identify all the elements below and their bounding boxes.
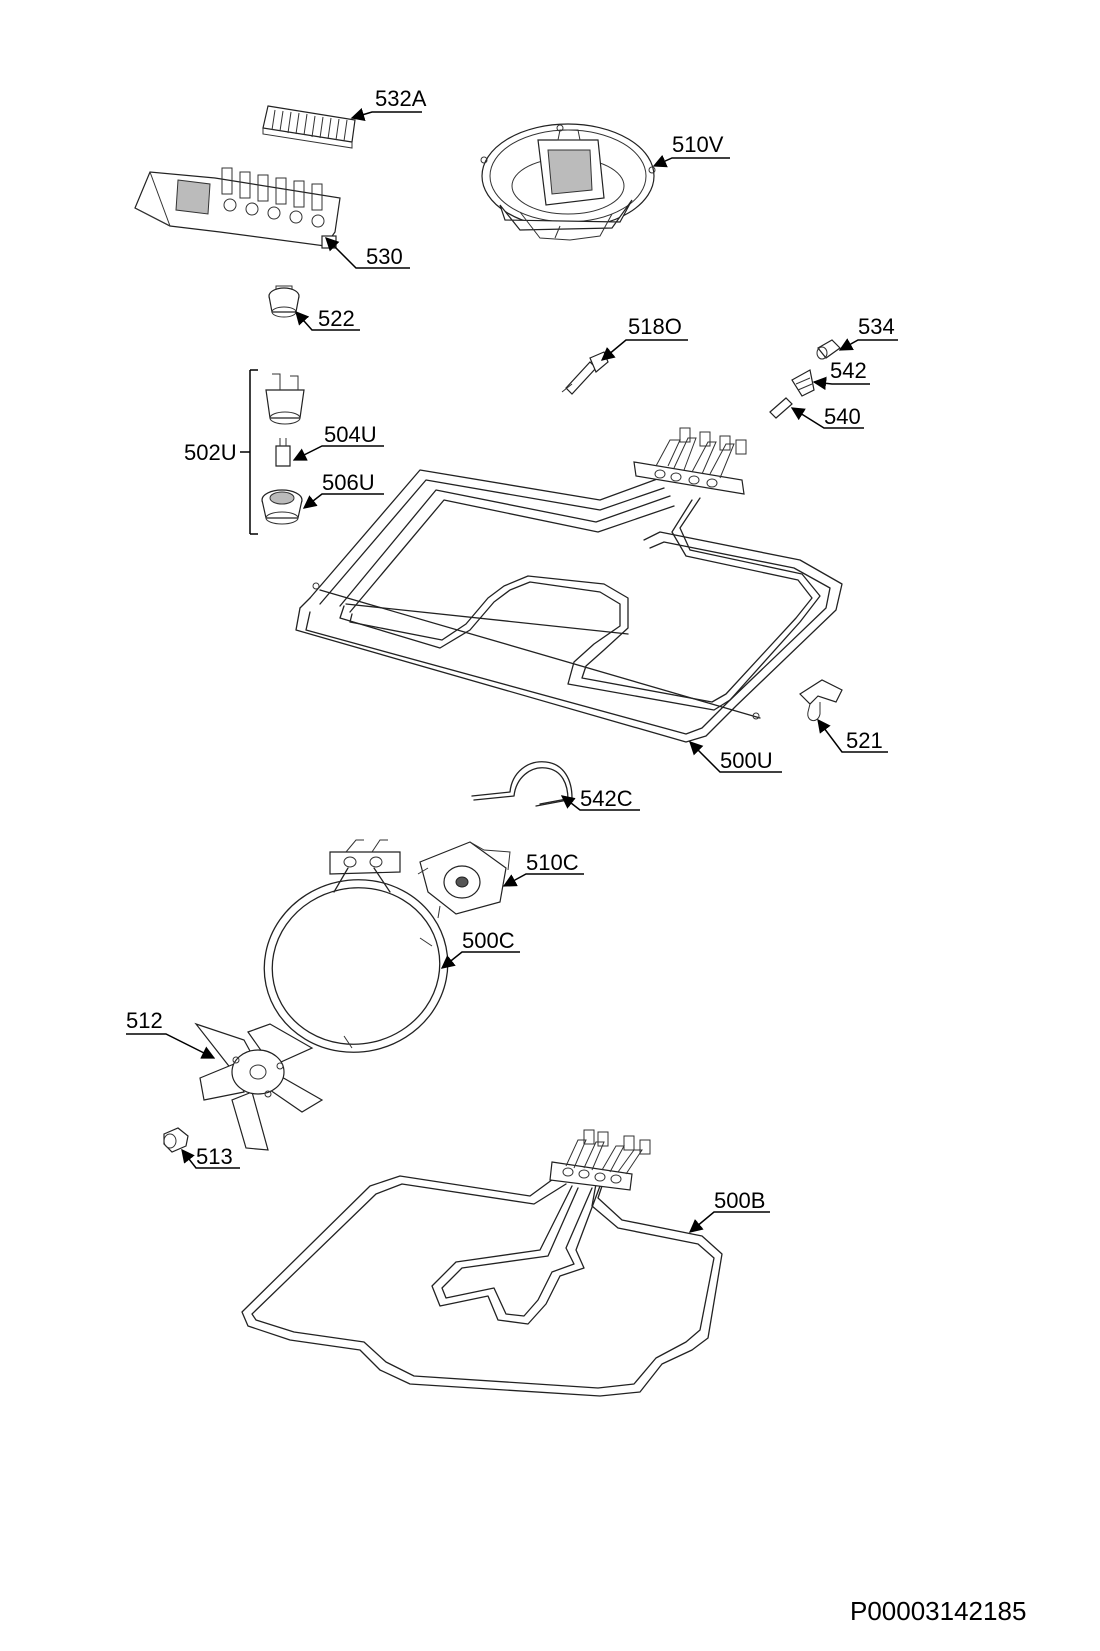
- part-500U-top-heating-element: [295, 427, 843, 743]
- label-500B: 500B: [714, 1188, 765, 1213]
- label-540: 540: [824, 404, 861, 429]
- part-542C-wire-clip: [471, 761, 573, 807]
- part-510V-fan-motor: [480, 123, 656, 241]
- label-513: 513: [196, 1144, 233, 1169]
- label-522: 522: [318, 306, 355, 331]
- label-521: 521: [846, 728, 883, 753]
- part-506U-lamp-glass: [261, 489, 303, 525]
- label-502U: 502U: [184, 440, 237, 465]
- part-504U-lamp-socket: [275, 438, 291, 467]
- label-500C: 500C: [462, 928, 515, 953]
- label-512: 512: [126, 1008, 163, 1033]
- part-522-lamp-holder: [268, 285, 300, 318]
- label-542C: 542C: [580, 786, 633, 811]
- part-534-lamp-cap: [816, 339, 841, 360]
- part-540-gasket: [769, 397, 793, 419]
- label-518O: 518O: [628, 314, 682, 339]
- part-502U-thermostat-lamp: [265, 373, 305, 425]
- label-542: 542: [830, 358, 867, 383]
- part-521-clip: [799, 679, 843, 721]
- diagram-reference-code: P00003142185: [850, 1596, 1027, 1626]
- label-532A: 532A: [375, 86, 427, 111]
- part-500C-circular-heating-element: [263, 839, 449, 1053]
- label-500U: 500U: [720, 748, 773, 773]
- label-534: 534: [858, 314, 895, 339]
- label-530: 530: [366, 244, 403, 269]
- part-518O-temperature-sensor: [561, 351, 609, 395]
- part-532A-terminal-strip: [262, 105, 356, 149]
- part-513-nut: [163, 1127, 189, 1153]
- label-506U: 506U: [322, 470, 375, 495]
- label-510V: 510V: [672, 132, 724, 157]
- part-512-fan-blade: [194, 1022, 324, 1151]
- part-510C-convection-motor: [417, 841, 511, 919]
- label-510C: 510C: [526, 850, 579, 875]
- part-542-lamp-cover: [791, 369, 815, 397]
- part-530-terminal-block: [134, 167, 341, 249]
- label-504U: 504U: [324, 422, 377, 447]
- part-500B-bottom-heating-element: [241, 1129, 723, 1397]
- bracket-502U: [240, 369, 258, 535]
